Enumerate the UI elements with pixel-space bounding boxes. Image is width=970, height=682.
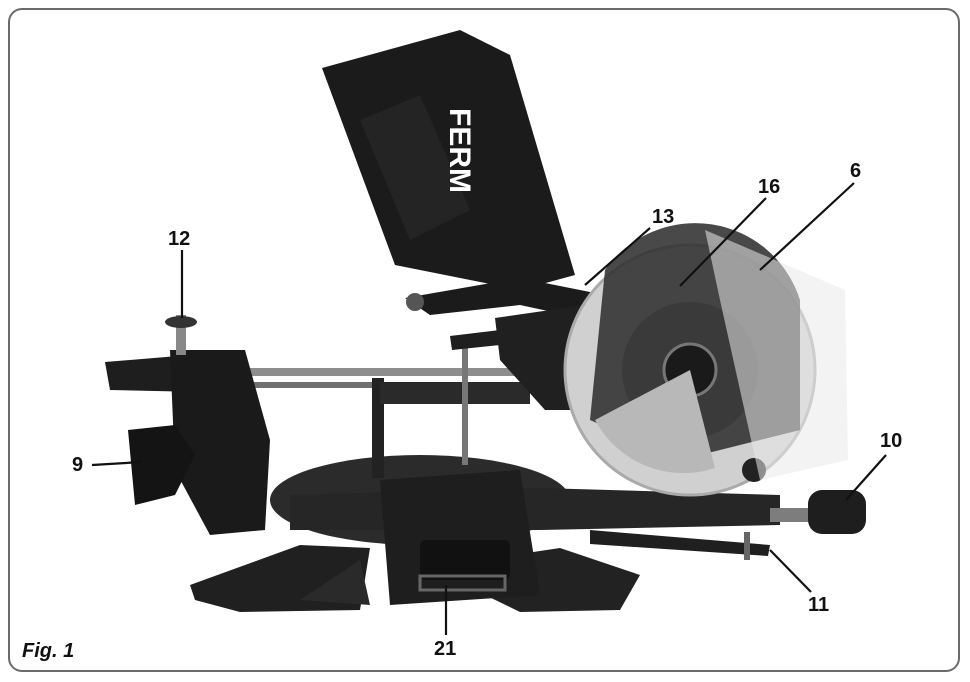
blade-and-guard — [563, 223, 848, 497]
callout-10: 10 — [880, 430, 903, 452]
saw-table — [270, 455, 780, 605]
callout-9: 9 — [72, 454, 84, 476]
leader-lines — [91, 182, 887, 635]
ferm-logo: FERM — [398, 80, 498, 200]
rear-housing — [128, 315, 270, 535]
callout-6: 6 — [850, 160, 862, 182]
callout-12: 12 — [168, 228, 191, 250]
svg-text:FERM: FERM — [443, 108, 476, 193]
handles — [590, 490, 866, 560]
callout-13: 13 — [652, 206, 675, 228]
callout-11: 11 — [808, 594, 830, 616]
callout-16: 16 — [758, 176, 781, 198]
work-clamp — [372, 330, 530, 478]
callout-21: 21 — [434, 638, 457, 660]
dust-bag — [322, 30, 575, 290]
figure-caption: Fig. 1 — [22, 640, 75, 662]
